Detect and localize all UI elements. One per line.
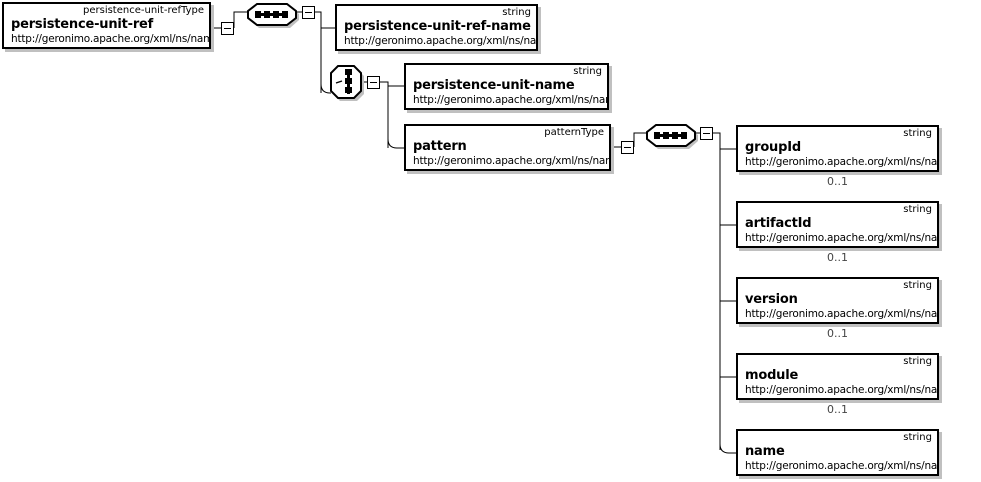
element-type-label: patternType xyxy=(544,127,604,138)
element-type-label: string xyxy=(903,356,932,367)
sequence-icon-root[interactable] xyxy=(246,1,300,29)
cardinality-label-groupId: 0..1 xyxy=(827,175,848,188)
element-box-artifactId[interactable]: string artifactId http://geronimo.apache… xyxy=(736,201,939,248)
element-type-label: persistence-unit-refType xyxy=(83,5,204,16)
collapse-toggle-persistence-unit-ref[interactable] xyxy=(221,22,234,35)
element-namespace-label: http://geronimo.apache.org/xml/ns/naming… xyxy=(745,308,938,320)
element-name-label: name xyxy=(745,444,785,459)
sequence-icon-pattern[interactable] xyxy=(645,122,699,150)
element-namespace-label: http://geronimo.apache.org/xml/ns/naming… xyxy=(745,232,938,244)
element-box-persistence-unit-name[interactable]: string persistence-unit-name http://gero… xyxy=(404,63,609,110)
cardinality-label-module: 0..1 xyxy=(827,403,848,416)
element-type-label: string xyxy=(573,66,602,77)
element-box-persistence-unit-ref[interactable]: persistence-unit-refType persistence-uni… xyxy=(2,2,211,49)
element-namespace-label: http://geronimo.apache.org/xml/ns/naming… xyxy=(11,33,209,45)
element-box-groupId[interactable]: string groupId http://geronimo.apache.or… xyxy=(736,125,939,172)
element-namespace-label: http://geronimo.apache.org/xml/ns/naming… xyxy=(745,156,938,168)
cardinality-label-version: 0..1 xyxy=(827,327,848,340)
element-box-module[interactable]: string module http://geronimo.apache.org… xyxy=(736,353,939,400)
element-name-label: persistence-unit-name xyxy=(413,78,575,93)
element-name-label: version xyxy=(745,292,798,307)
element-type-label: string xyxy=(903,204,932,215)
collapse-toggle-pattern[interactable] xyxy=(621,141,634,154)
element-type-label: string xyxy=(502,7,531,18)
element-type-label: string xyxy=(903,432,932,443)
element-namespace-label: http://geronimo.apache.org/xml/ns/naming… xyxy=(745,384,938,396)
element-type-label: string xyxy=(903,280,932,291)
cardinality-label-artifactId: 0..1 xyxy=(827,251,848,264)
collapse-toggle-pattern-sequence[interactable] xyxy=(700,127,713,140)
element-namespace-label: http://geronimo.apache.org/xml/ns/naming… xyxy=(344,35,537,47)
element-box-persistence-unit-ref-name[interactable]: string persistence-unit-ref-name http://… xyxy=(335,4,538,51)
element-type-label: string xyxy=(903,128,932,139)
element-name-label: pattern xyxy=(413,139,467,154)
element-name-label: groupId xyxy=(745,140,801,155)
element-box-pattern[interactable]: patternType pattern http://geronimo.apac… xyxy=(404,124,611,171)
element-box-version[interactable]: string version http://geronimo.apache.or… xyxy=(736,277,939,324)
element-box-name[interactable]: string name http://geronimo.apache.org/x… xyxy=(736,429,939,476)
element-namespace-label: http://geronimo.apache.org/xml/ns/naming… xyxy=(413,94,607,106)
element-name-label: persistence-unit-ref xyxy=(11,17,154,32)
choice-icon[interactable] xyxy=(328,62,364,102)
element-name-label: persistence-unit-ref-name xyxy=(344,19,531,34)
element-namespace-label: http://geronimo.apache.org/xml/ns/naming… xyxy=(413,155,609,167)
collapse-toggle-root-sequence[interactable] xyxy=(302,6,315,19)
element-name-label: artifactId xyxy=(745,216,812,231)
element-name-label: module xyxy=(745,368,799,383)
element-namespace-label: http://geronimo.apache.org/xml/ns/naming… xyxy=(745,460,938,472)
collapse-toggle-choice[interactable] xyxy=(367,76,380,89)
